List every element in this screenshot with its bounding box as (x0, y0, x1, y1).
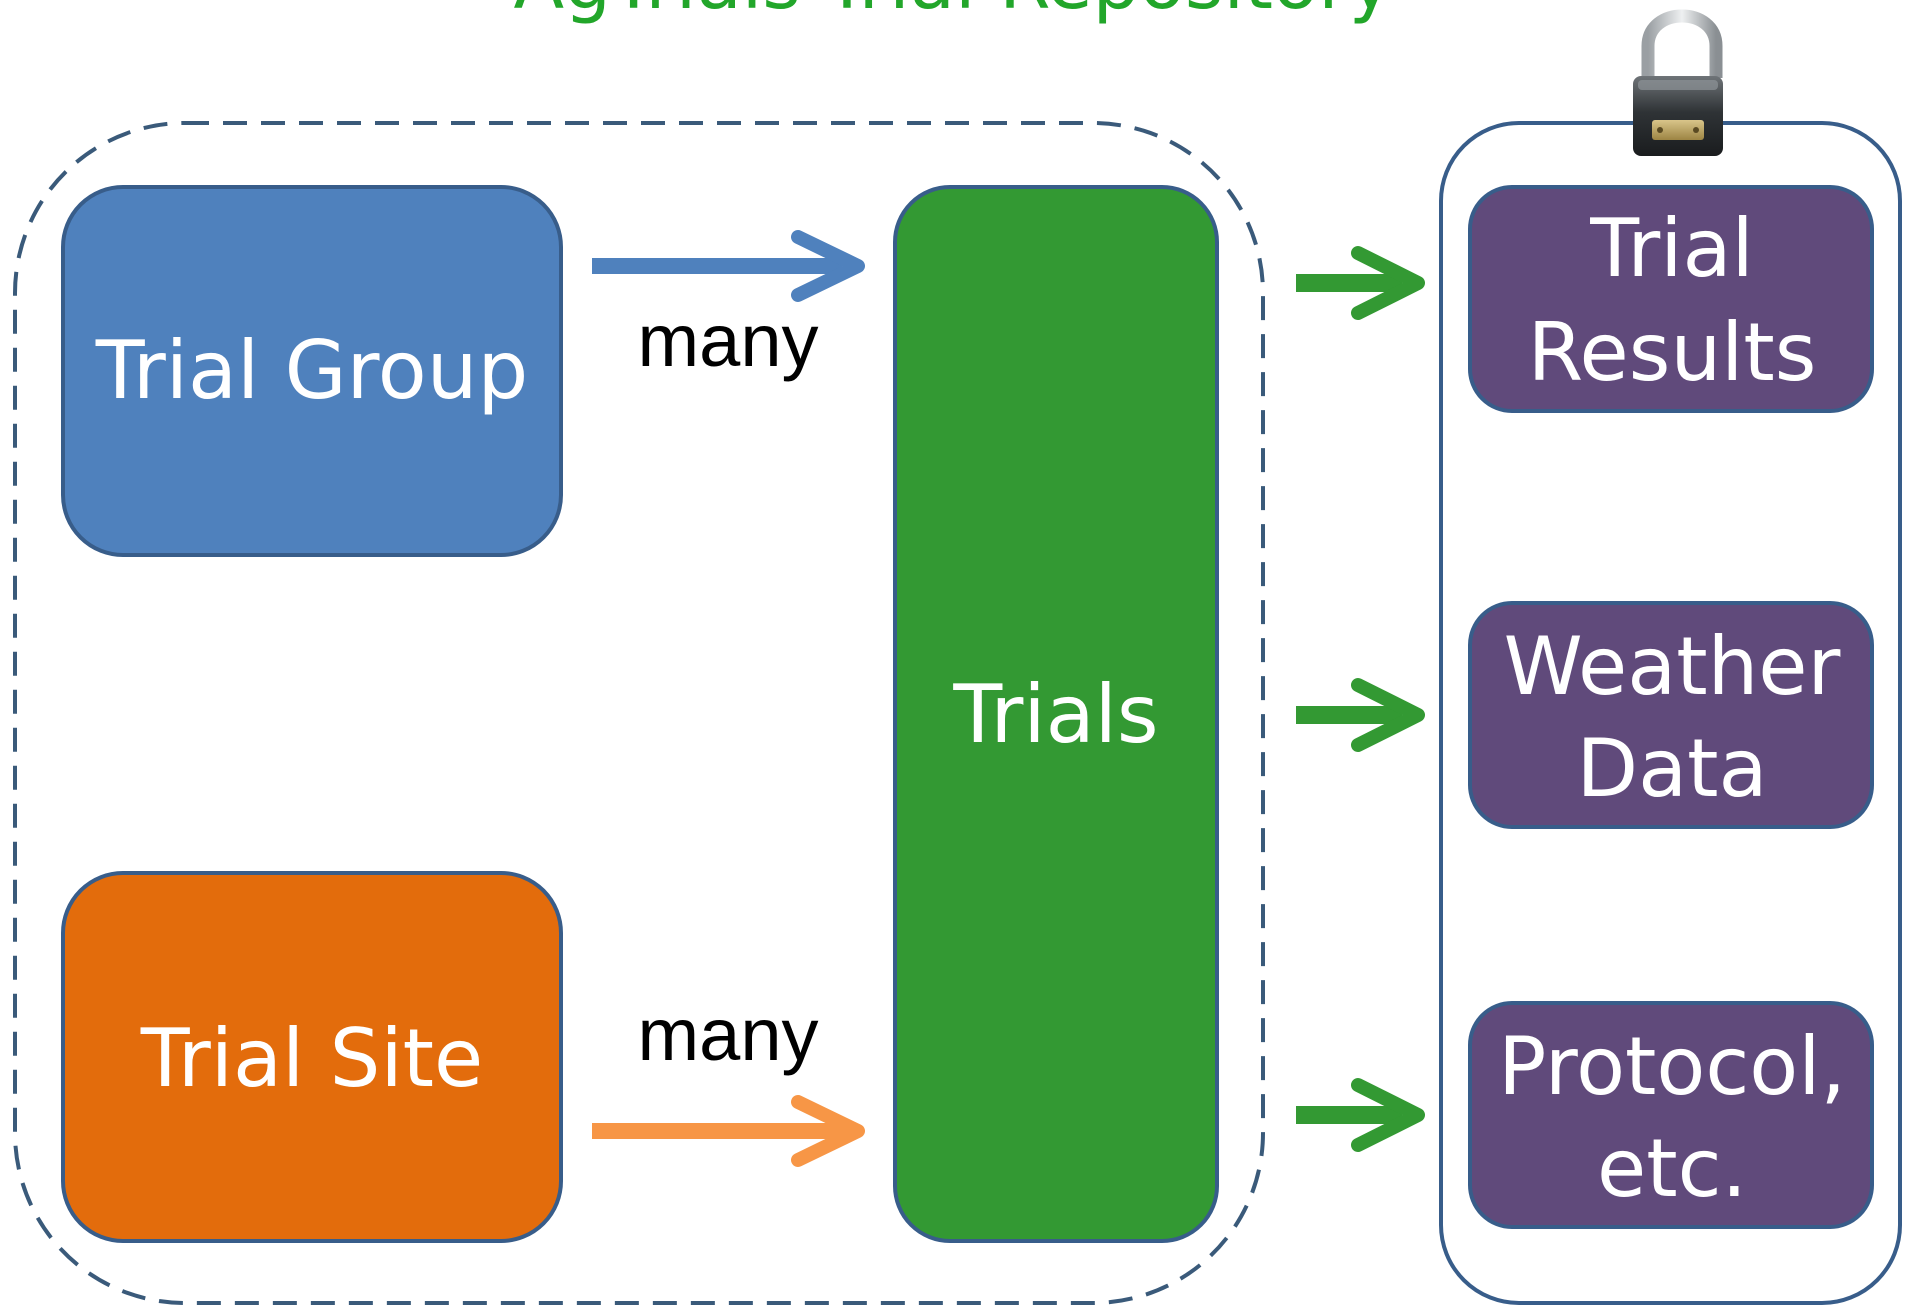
arrow-group-to-trials (592, 230, 865, 302)
trials-label: Trials (952, 668, 1158, 761)
many-label-site: many (638, 993, 819, 1076)
trial-results-line-2: Results (1528, 306, 1817, 399)
dashed-group-border (13, 121, 1265, 1305)
arrow-to-protocol (1296, 1078, 1425, 1152)
weather-data-line-2: Data (1576, 722, 1767, 815)
trial-site-label: Trial Site (140, 1012, 484, 1105)
trial-site-box: Trial Site (61, 871, 563, 1243)
arrow-to-weather-data (1296, 678, 1425, 752)
diagram-title: AgTrials Trial Repository (513, 0, 1392, 26)
trial-results-box: Trial Results (1468, 185, 1874, 413)
many-label-group: many (638, 299, 819, 382)
arrow-to-trial-results (1296, 246, 1425, 320)
arrow-site-to-trials (592, 1095, 865, 1167)
trial-group-label: Trial Group (95, 324, 528, 417)
padlock-icon (1633, 9, 1723, 156)
protocol-line-1: Protocol, (1498, 1020, 1846, 1113)
protocol-line-2: etc. (1597, 1122, 1747, 1215)
trials-box: Trials (893, 185, 1219, 1243)
trial-results-line-1: Trial (1589, 202, 1753, 295)
weather-data-line-1: Weather (1504, 620, 1841, 713)
trial-group-box: Trial Group (61, 185, 563, 557)
protocol-box: Protocol, etc. (1468, 1001, 1874, 1229)
weather-data-box: Weather Data (1468, 601, 1874, 829)
